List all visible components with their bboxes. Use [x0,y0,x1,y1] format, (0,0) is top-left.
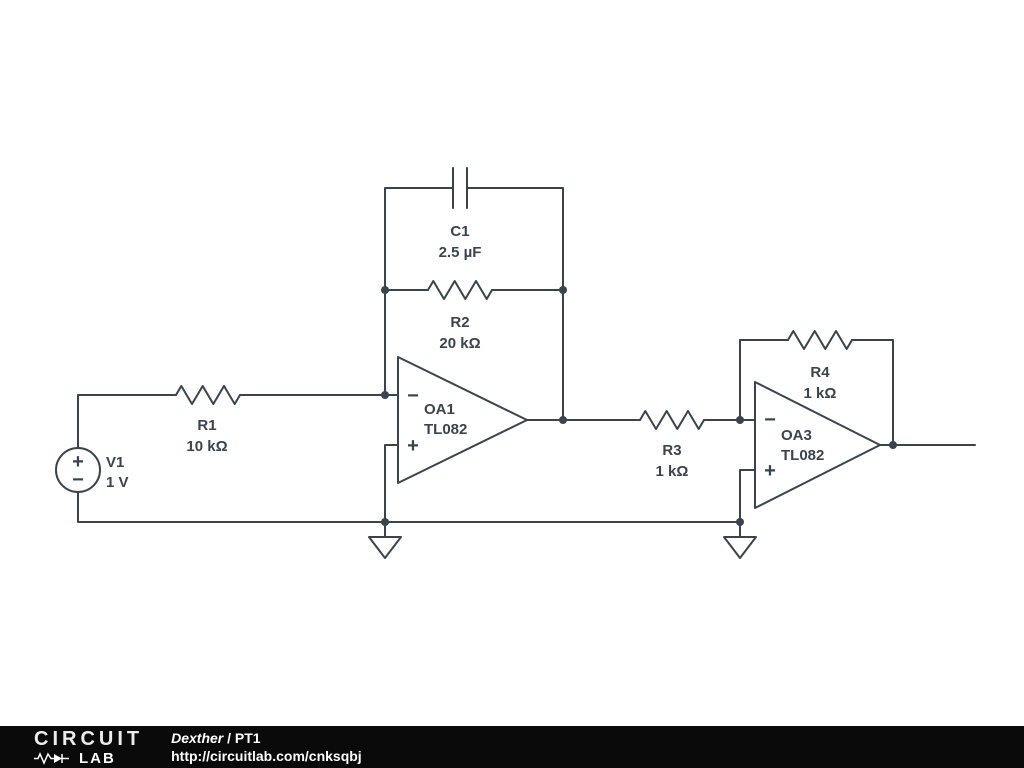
wire-feedback-right [466,187,564,421]
c1-label: C1 [450,223,469,240]
resistor-R3: R3 1 kΩ [639,410,705,480]
resistor-R1: R1 10 kΩ [175,385,241,455]
oa3-plus-icon: + [764,460,776,482]
v1-minus-icon: − [72,469,84,491]
wire-oa1-plus-to-ground [384,444,399,523]
wire-ground-rail [77,491,741,523]
node-dot [559,286,567,294]
node-dot [381,391,389,399]
wire-fb2-left [739,339,789,421]
r3-value: 1 kΩ [656,463,689,480]
wire-oa3-plus-to-ground [739,469,756,523]
v1-plus-icon: + [72,451,84,473]
c1-value: 2.5 µF [439,244,482,261]
r1-value: 10 kΩ [186,438,227,455]
opamp-OA1: − + OA1 TL082 [397,356,528,484]
r2-label: R2 [450,314,469,331]
wire-feedback-left [384,187,454,396]
wire-v1-to-r1 [77,394,177,449]
r4-zigzag [787,330,853,350]
oa3-minus-icon: − [764,409,776,431]
v1-symbol [55,447,101,493]
circuit-url[interactable]: http://circuitlab.com/cnksqbj [171,748,362,764]
v1-value: 1 V [106,474,129,491]
node-dot [381,286,389,294]
footer-bar: CIRCUIT LAB Dexther / PT1 http://circuit… [0,726,1024,768]
logo-text-circuit: CIRCUIT [34,727,144,750]
r2-zigzag [427,280,493,300]
junction-dots [381,286,897,526]
node-dot [889,441,897,449]
circuit-schematic: + − V1 1 V R1 10 kΩ C1 2.5 µF R2 20 kΩ − [55,167,976,559]
node-dot [381,518,389,526]
oa1-minus-icon: − [407,385,419,407]
author-name: Dexther [171,729,224,746]
resistor-diode-icon [34,751,69,765]
node-dot [736,416,744,424]
r1-label: R1 [197,417,216,434]
oa3-model: TL082 [781,447,824,464]
oa1-plus-icon: + [407,435,419,457]
circuit-title: PT1 [234,729,261,746]
logo-text-lab: LAB [79,749,116,767]
resistor-R2: R2 20 kΩ [427,280,493,352]
capacitor-C1: C1 2.5 µF [439,167,482,261]
wires [77,187,976,523]
footer-meta: Dexther / PT1 http://circuitlab.com/cnks… [171,729,362,765]
ground2-triangle-icon [723,536,757,559]
oa1-triangle [397,356,528,484]
v1-label: V1 [106,454,124,471]
opamp-OA3: − + OA3 TL082 [754,381,881,509]
node-dot [736,518,744,526]
r3-zigzag [639,410,705,430]
node-dot [559,416,567,424]
author-title-line: Dexther / PT1 [171,729,362,747]
oa3-triangle [754,381,881,509]
circuitlab-logo[interactable]: CIRCUIT LAB [34,729,143,766]
oa1-label: OA1 [424,401,455,418]
resistor-R4: R4 1 kΩ [787,330,853,402]
oa3-label: OA3 [781,427,812,444]
author-title-separator: / [223,729,235,746]
voltage-source-V1: + − V1 1 V [55,447,129,493]
ground1-triangle-icon [368,536,402,559]
ground-symbol-2 [723,521,757,559]
r2-value: 20 kΩ [439,335,480,352]
wire-fb2-right [851,339,894,446]
r3-label: R3 [662,442,681,459]
ground-symbol-1 [368,521,402,559]
r4-value: 1 kΩ [804,385,837,402]
r1-zigzag [175,385,241,405]
r4-label: R4 [810,364,830,381]
oa1-model: TL082 [424,421,467,438]
